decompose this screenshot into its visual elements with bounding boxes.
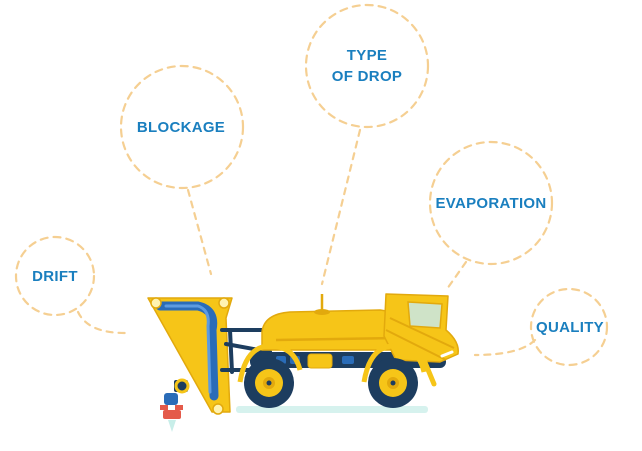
drift-connector bbox=[76, 310, 127, 335]
front-wheel bbox=[361, 343, 427, 408]
drift-bubble bbox=[14, 235, 96, 317]
evaporation-connector bbox=[445, 260, 468, 291]
ground-strip bbox=[236, 406, 428, 413]
type-of-drop-label-line2: OF DROP bbox=[332, 68, 402, 85]
agricultural-sprayer-icon bbox=[147, 293, 459, 432]
drift-label: DRIFT bbox=[32, 268, 78, 285]
boom-arm bbox=[147, 297, 233, 413]
quality-label: QUALITY bbox=[536, 319, 604, 336]
type-of-drop-label-line1: TYPE bbox=[347, 47, 387, 64]
type-of-drop-connector bbox=[320, 128, 362, 286]
quality-connector bbox=[473, 338, 537, 357]
blockage-bubble bbox=[119, 64, 245, 190]
type-of-drop-bubble bbox=[304, 3, 430, 129]
evaporation-bubble bbox=[428, 140, 554, 266]
quality-bubble bbox=[529, 287, 609, 367]
rear-wheel bbox=[237, 343, 303, 408]
spray-nozzle bbox=[160, 378, 190, 432]
blockage-connector bbox=[186, 188, 213, 276]
cab-window bbox=[407, 301, 443, 329]
evaporation-label: EVAPORATION bbox=[435, 195, 546, 212]
tank-body bbox=[261, 309, 405, 351]
blockage-label: BLOCKAGE bbox=[137, 119, 225, 136]
